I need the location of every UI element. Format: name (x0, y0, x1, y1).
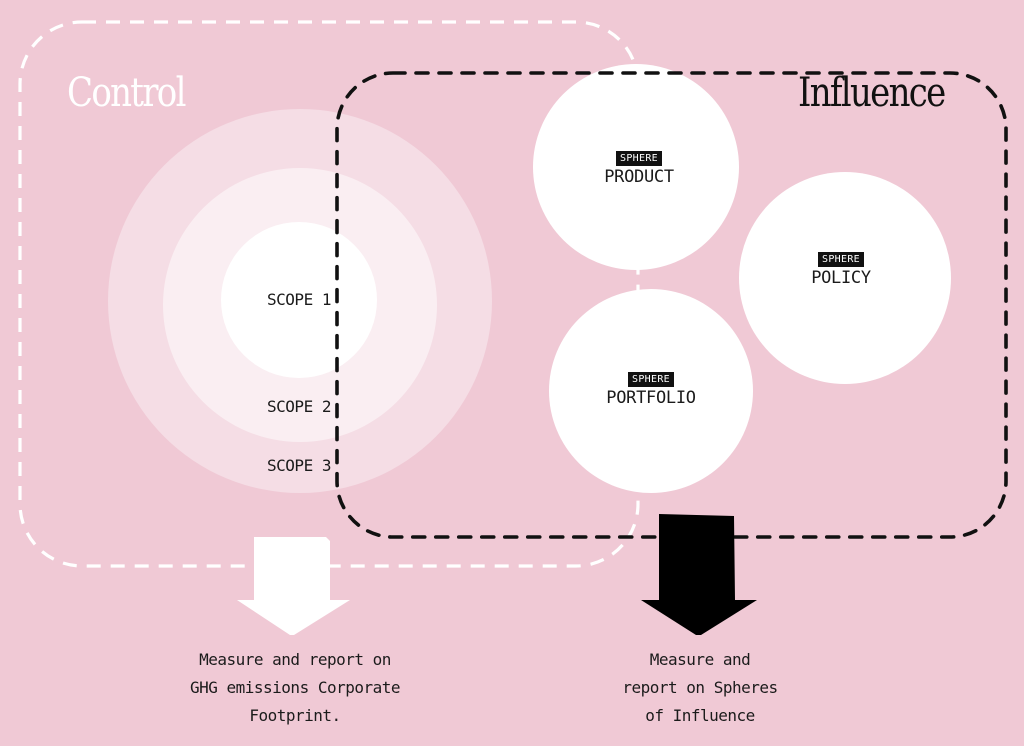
sphere-portfolio: SPHERE PORTFOLIO (571, 367, 731, 408)
scope-1-label: SCOPE 1 (267, 290, 331, 309)
influence-title: Influence (798, 70, 946, 116)
sphere-tag: SPHERE (616, 151, 662, 166)
influence-caption: Measure and report on Spheres of Influen… (590, 646, 810, 730)
sphere-product-circle (533, 64, 739, 270)
scope-2-label: SCOPE 2 (267, 397, 331, 416)
caption-line: report on Spheres (622, 678, 778, 697)
caption-line: Footprint. (249, 706, 341, 725)
sphere-tag: SPHERE (818, 252, 864, 267)
sphere-name: PORTFOLIO (606, 388, 696, 408)
sphere-portfolio-circle (549, 289, 753, 493)
caption-line: GHG emissions Corporate (189, 678, 401, 697)
caption-line: Measure and report on (199, 650, 391, 669)
caption-line: Measure and (649, 650, 751, 669)
control-caption: Measure and report on GHG emissions Corp… (150, 646, 440, 730)
sphere-policy: SPHERE POLICY (761, 247, 921, 288)
caption-line: of Influence (645, 706, 755, 725)
control-title: Control (67, 70, 186, 116)
sphere-policy-circle (739, 172, 951, 384)
sphere-tag: SPHERE (628, 372, 674, 387)
influence-down-arrow (641, 514, 757, 635)
scope-3-label: SCOPE 3 (267, 456, 331, 475)
control-down-arrow (237, 537, 350, 635)
sphere-name: POLICY (811, 268, 871, 288)
sphere-name: PRODUCT (604, 167, 674, 187)
sphere-product: SPHERE PRODUCT (559, 146, 719, 187)
